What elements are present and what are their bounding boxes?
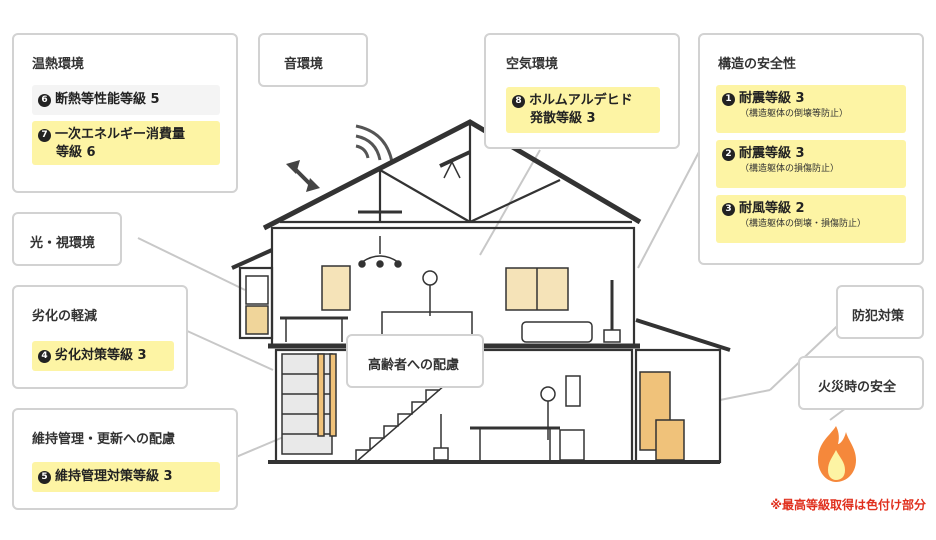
number-badge-icon: 5	[38, 471, 51, 484]
kasai-card: 火災時の安全	[798, 356, 924, 410]
koreisha-title: 高齢者への配慮	[368, 358, 460, 373]
item-label: 耐震等級 3	[739, 91, 805, 106]
item-sublabel: （構造躯体の損傷防止）	[740, 164, 840, 174]
kozo-item-3: 3 耐風等級 2 （構造躯体の倒壊・損傷防止）	[716, 195, 906, 243]
iji-title: 維持管理・更新への配慮	[32, 432, 176, 447]
onsetsu-item-6: 6 断熱等性能等級 5	[32, 85, 220, 115]
koreisha-card: 高齢者への配慮	[346, 334, 484, 388]
item-label-line2: 発散等級 3	[530, 111, 596, 126]
hikari-title: 光・視環境	[30, 236, 96, 251]
oto-card: 音環境	[258, 33, 368, 87]
item-label: ホルムアルデヒド	[529, 93, 633, 108]
item-label: 劣化対策等級 3	[55, 348, 147, 363]
kozo-title: 構造の安全性	[718, 57, 797, 72]
kuki-item-8: 8 ホルムアルデヒド 発散等級 3	[506, 87, 660, 133]
number-badge-icon: 8	[512, 95, 525, 108]
number-badge-icon: 3	[722, 203, 735, 216]
item-label: 維持管理対策等級 3	[55, 469, 173, 484]
bohan-card: 防犯対策	[836, 285, 924, 339]
oto-title: 音環境	[284, 57, 324, 72]
double-arrow-icon	[286, 160, 320, 192]
sound-wave-icon	[355, 124, 394, 163]
item-sublabel: （構造躯体の倒壊等防止）	[740, 109, 849, 119]
number-badge-icon: 7	[38, 129, 51, 142]
onsetsu-title: 温熱環境	[32, 57, 85, 72]
kozo-item-2: 2 耐震等級 3 （構造躯体の損傷防止）	[716, 140, 906, 188]
item-label: 耐風等級 2	[739, 201, 805, 216]
rekka-title: 劣化の軽減	[32, 309, 98, 324]
onsetsu-item-7: 7 一次エネルギー消費量 等級 6	[32, 121, 220, 165]
rekka-card: 劣化の軽減 4 劣化対策等級 3	[12, 285, 188, 389]
iji-item-5: 5 維持管理対策等級 3	[32, 462, 220, 492]
item-label: 一次エネルギー消費量	[55, 127, 186, 142]
onsetsu-card: 温熱環境 6 断熱等性能等級 5 7 一次エネルギー消費量 等級 6	[12, 33, 238, 193]
iji-card: 維持管理・更新への配慮 5 維持管理対策等級 3	[12, 408, 238, 510]
item-label: 耐震等級 3	[739, 146, 805, 161]
interior-details	[245, 150, 685, 463]
kozo-item-1: 1 耐震等級 3 （構造躯体の倒壊等防止）	[716, 85, 906, 133]
kasai-title: 火災時の安全	[818, 380, 897, 395]
bohan-title: 防犯対策	[852, 309, 905, 324]
flame-icon	[818, 426, 856, 482]
legend-note: ※最高等級取得は色付け部分	[770, 498, 926, 512]
item-sublabel: （構造躯体の倒壊・損傷防止）	[740, 219, 867, 229]
item-label-line2: 等級 6	[56, 145, 96, 160]
item-label: 断熱等性能等級 5	[55, 92, 160, 107]
number-badge-icon: 6	[38, 94, 51, 107]
number-badge-icon: 4	[38, 350, 51, 363]
kuki-title: 空気環境	[506, 57, 559, 72]
kozo-card: 構造の安全性 1 耐震等級 3 （構造躯体の倒壊等防止） 2 耐震等級 3 （構造躯…	[698, 33, 924, 265]
kuki-card: 空気環境 8 ホルムアルデヒド 発散等級 3	[484, 33, 680, 149]
rekka-item-4: 4 劣化対策等級 3	[32, 341, 174, 371]
hikari-card: 光・視環境	[12, 212, 122, 266]
number-badge-icon: 2	[722, 148, 735, 161]
number-badge-icon: 1	[722, 93, 735, 106]
